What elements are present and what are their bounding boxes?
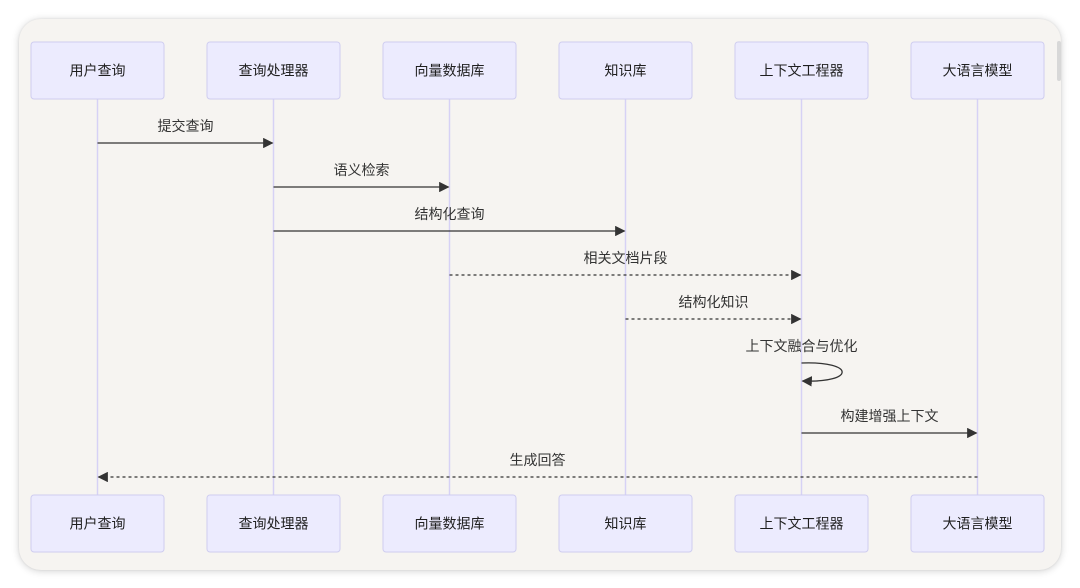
participant-user-bottom: 用户查询 [30,494,165,553]
participant-label: 用户查询 [70,516,126,533]
participant-knowledge_base-top: 知识库 [558,41,693,100]
message-6: 上下文融合与优化 [746,339,858,387]
message-label: 相关文档片段 [584,251,668,267]
participant-label: 知识库 [605,63,647,80]
participant-llm-bottom: 大语言模型 [910,494,1045,553]
diagram-frame: 用户查询查询处理器向量数据库知识库上下文工程器大语言模型 用户查询查询处理器向量… [19,19,1061,570]
message-label: 构建增强上下文 [841,409,939,425]
participant-label: 上下文工程器 [760,64,844,80]
message-4: 相关文档片段 [449,251,802,281]
message-label: 上下文融合与优化 [746,339,858,355]
scrollbar[interactable] [1057,41,1061,81]
message-label: 生成回答 [510,452,566,469]
participant-label: 向量数据库 [415,64,485,80]
participant-label: 查询处理器 [239,64,309,80]
message-label: 结构化查询 [415,207,485,223]
participant-label: 知识库 [605,516,647,533]
message-5: 结构化知识 [625,294,802,325]
participant-llm-top: 大语言模型 [910,41,1045,100]
participant-label: 上下文工程器 [760,517,844,533]
participant-knowledge_base-bottom: 知识库 [558,494,693,553]
participant-label: 用户查询 [70,63,126,80]
participant-vector_db-bottom: 向量数据库 [382,494,517,553]
message-label: 语义检索 [334,162,390,179]
message-1: 提交查询 [97,118,274,149]
message-label: 结构化知识 [679,294,749,311]
self-loop-arrow [801,362,843,387]
participant-label: 大语言模型 [943,517,1013,533]
participant-query_processor-top: 查询处理器 [206,41,341,100]
participant-query_processor-bottom: 查询处理器 [206,494,341,553]
message-7: 构建增强上下文 [801,409,978,439]
participant-context_engineer-bottom: 上下文工程器 [734,494,869,553]
message-label: 提交查询 [158,118,214,135]
participant-user-top: 用户查询 [30,41,165,100]
participant-label: 向量数据库 [415,517,485,533]
participant-label: 查询处理器 [239,517,309,533]
message-8: 生成回答 [97,452,978,483]
message-2: 语义检索 [273,162,450,193]
participant-label: 大语言模型 [943,64,1013,80]
sequence-diagram: 用户查询查询处理器向量数据库知识库上下文工程器大语言模型 用户查询查询处理器向量… [30,41,1045,553]
message-3: 结构化查询 [273,207,626,237]
participant-vector_db-top: 向量数据库 [382,41,517,100]
participant-context_engineer-top: 上下文工程器 [734,41,869,100]
